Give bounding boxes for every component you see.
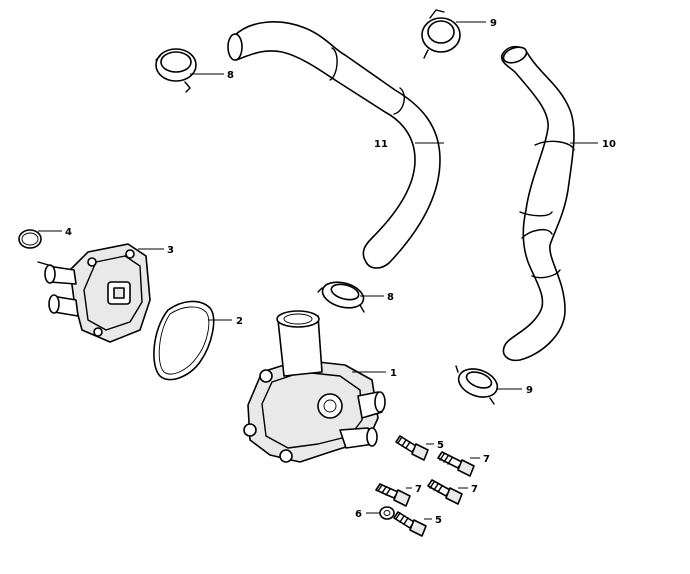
leader-lines xyxy=(38,21,598,520)
callout-8-top: 8 xyxy=(227,70,234,81)
callout-3: 3 xyxy=(167,245,174,256)
callout-labels: 8 9 11 10 4 3 2 8 1 9 5 7 7 7 6 5 xyxy=(65,18,616,526)
callout-5-lower: 5 xyxy=(435,515,442,526)
callout-9-bottom: 9 xyxy=(526,385,533,396)
bolt-7-upper[interactable] xyxy=(437,451,475,477)
thermostat-cover-3[interactable] xyxy=(37,243,151,343)
bolt-5-lower[interactable] xyxy=(393,511,427,537)
hose-11[interactable] xyxy=(227,21,441,269)
washer-6[interactable] xyxy=(379,506,395,520)
hose-clamp-9-bottom[interactable] xyxy=(455,364,501,405)
hose-clamp-8-top[interactable] xyxy=(155,48,197,93)
hose-clamp-8-middle[interactable] xyxy=(317,278,366,313)
hose-clamp-9-top[interactable] xyxy=(421,9,461,59)
bolt-7-left[interactable] xyxy=(375,483,411,507)
callout-11: 11 xyxy=(374,139,388,150)
bolt-5-upper[interactable] xyxy=(395,435,429,461)
callout-8-middle: 8 xyxy=(387,292,394,303)
callout-6: 6 xyxy=(355,509,362,520)
bolt-7-right[interactable] xyxy=(427,479,463,505)
callout-10: 10 xyxy=(602,139,616,150)
callout-7-left: 7 xyxy=(415,484,422,495)
callout-9-top: 9 xyxy=(490,18,497,29)
callout-2: 2 xyxy=(236,316,243,327)
callout-7-upper: 7 xyxy=(483,454,490,465)
callout-5-upper: 5 xyxy=(437,440,444,451)
callout-1: 1 xyxy=(390,368,397,379)
water-pump-housing-1[interactable] xyxy=(243,310,386,463)
hose-10[interactable] xyxy=(500,44,575,362)
callout-4: 4 xyxy=(65,227,72,238)
callout-7-right: 7 xyxy=(471,484,478,495)
gasket-2[interactable] xyxy=(153,300,215,381)
o-ring-4[interactable] xyxy=(18,229,42,249)
